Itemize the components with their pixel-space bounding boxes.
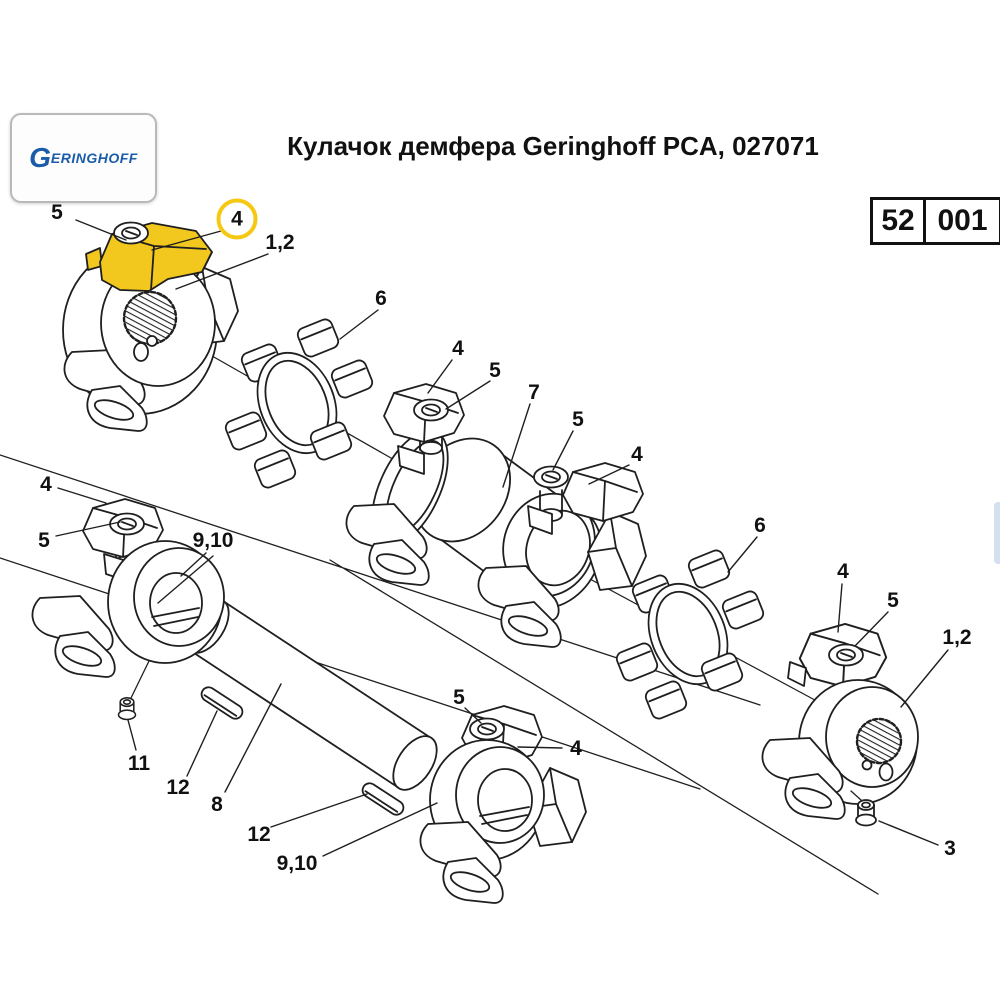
part-label-5: 5 (887, 589, 899, 612)
part-label-9-10: 9,10 (276, 852, 318, 875)
part-label-4: 4 (631, 443, 643, 466)
part-label-6: 6 (754, 514, 766, 537)
bolt-icon (413, 398, 449, 422)
leader-lines (55, 219, 949, 857)
part-label-5: 5 (38, 529, 50, 552)
bolt-icon (109, 512, 145, 536)
plate-page-number: 001 (923, 200, 999, 242)
hub-assembly-2 (345, 383, 465, 586)
hub-assembly-bottom (419, 705, 587, 904)
spider-coupling-1 (222, 316, 376, 491)
part-label-5: 5 (453, 686, 465, 709)
part-label-4: 4 (231, 207, 243, 230)
part-label-11: 11 (127, 752, 151, 775)
bolt-icon (113, 221, 149, 245)
part-label-4: 4 (837, 560, 849, 583)
part-label-3: 3 (944, 837, 956, 860)
hex-lobe (587, 511, 647, 591)
logo-text: ERINGHOFF (50, 150, 138, 166)
catalog-section-plate: 52 001 (870, 197, 1000, 245)
part-label-8: 8 (211, 793, 223, 816)
part-label-1-2: 1,2 (265, 231, 295, 254)
part-callout-4-highlighted: 4 (216, 198, 258, 240)
part-label-4: 4 (40, 473, 52, 496)
bolt-icon (828, 643, 864, 667)
part-label-12: 12 (247, 823, 271, 846)
part-label-9-10: 9,10 (192, 529, 234, 552)
part-label-6: 6 (375, 287, 387, 310)
part-label-4: 4 (452, 337, 464, 360)
part-label-1-2: 1,2 (942, 626, 972, 649)
bolt-icon (469, 717, 505, 741)
logo-initial: G (29, 142, 51, 173)
plate-section-number: 52 (881, 204, 915, 237)
bolt-icon (533, 465, 569, 489)
keyed-bore (477, 768, 533, 832)
part-label-4: 4 (570, 737, 582, 760)
hub-assembly-top-left (62, 221, 239, 432)
hub-assembly-3 (477, 462, 647, 648)
page-title: Кулачок демфера Geringhoff PCA, 027071 (287, 131, 819, 161)
part-label-7: 7 (528, 381, 540, 404)
part-label-5: 5 (572, 408, 584, 431)
part-label-5: 5 (489, 359, 501, 382)
hub-assembly-bottom-left (31, 498, 225, 721)
wing-lobes (31, 595, 116, 678)
edge-artifact (994, 502, 1000, 564)
part-label-5: 5 (51, 201, 63, 224)
set-screw-3 (855, 799, 877, 827)
cam-block (562, 462, 644, 522)
set-screw-11 (117, 697, 137, 721)
part-label-12: 12 (166, 776, 190, 799)
splined-bore (855, 717, 903, 765)
key-icon (197, 683, 247, 723)
hub-assembly-right (761, 622, 919, 827)
